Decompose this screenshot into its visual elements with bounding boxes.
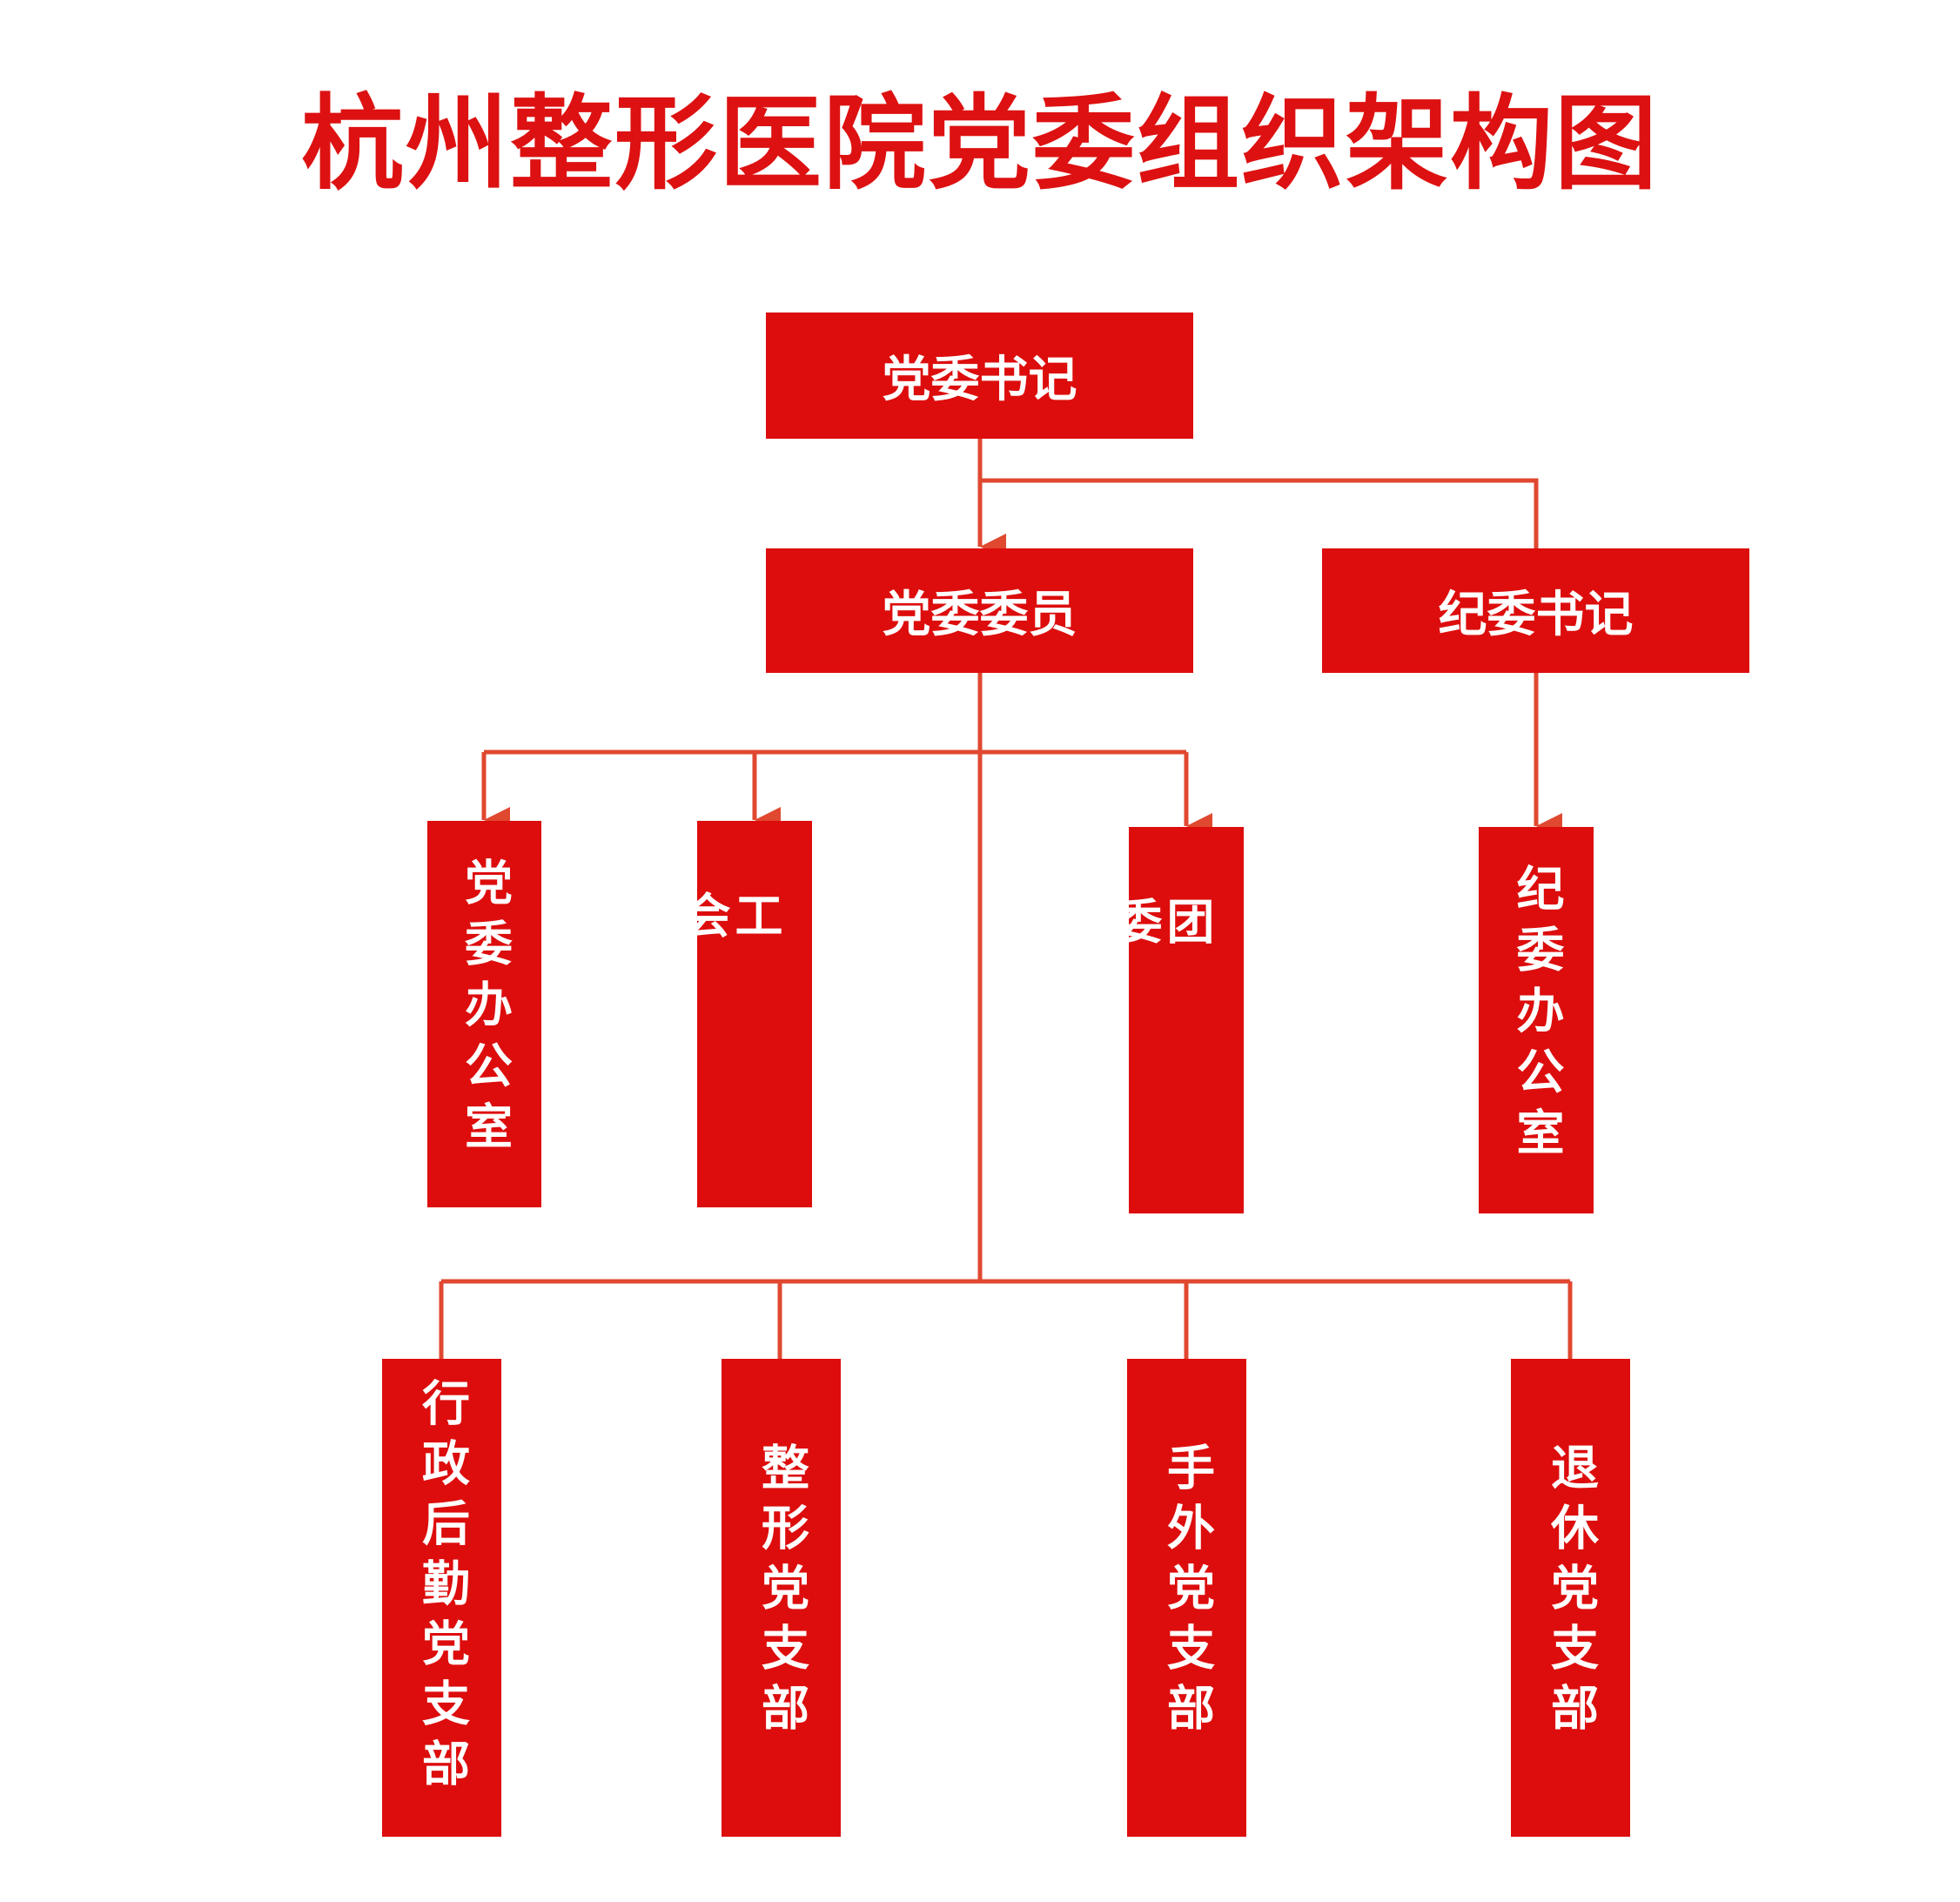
chart-title: 杭州整形医院党委组织架构图: [300, 84, 1659, 204]
node-label: 行政后勤党支部: [413, 1378, 470, 1798]
node-discipline-office[interactable]: 纪委办公室: [1479, 827, 1594, 1213]
node-label: 退休党支部: [1542, 1442, 1599, 1743]
node-label: 党委书记: [882, 352, 1077, 408]
node-retired-branch[interactable]: 退休党支部: [1511, 1359, 1630, 1837]
node-plastic-branch[interactable]: 整形党支部: [722, 1359, 841, 1837]
node-hand-surgery-branch[interactable]: 手外党支部: [1127, 1359, 1246, 1837]
node-union[interactable]: 工会: [675, 821, 812, 1207]
node-discipline-secretary[interactable]: 纪委书记: [1322, 548, 1749, 673]
node-label: 党委委员: [882, 587, 1077, 643]
node-label: 手外党支部: [1158, 1442, 1215, 1743]
node-party-secretary[interactable]: 党委书记: [766, 313, 1193, 439]
connector-secretary-discipline: [980, 478, 1539, 548]
node-label: 党委办公室: [456, 857, 513, 1162]
node-label: 整形党支部: [753, 1442, 809, 1743]
node-party-office[interactable]: 党委办公室: [427, 821, 541, 1207]
node-party-members[interactable]: 党委委员: [766, 548, 1193, 673]
node-label: 纪委办公室: [1508, 864, 1564, 1168]
node-label: 纪委书记: [1438, 587, 1634, 643]
node-admin-branch[interactable]: 行政后勤党支部: [382, 1359, 501, 1837]
node-label: 团委: [1106, 897, 1214, 1091]
node-youth-league[interactable]: 团委: [1106, 827, 1244, 1213]
node-label: 工会: [675, 891, 782, 1085]
